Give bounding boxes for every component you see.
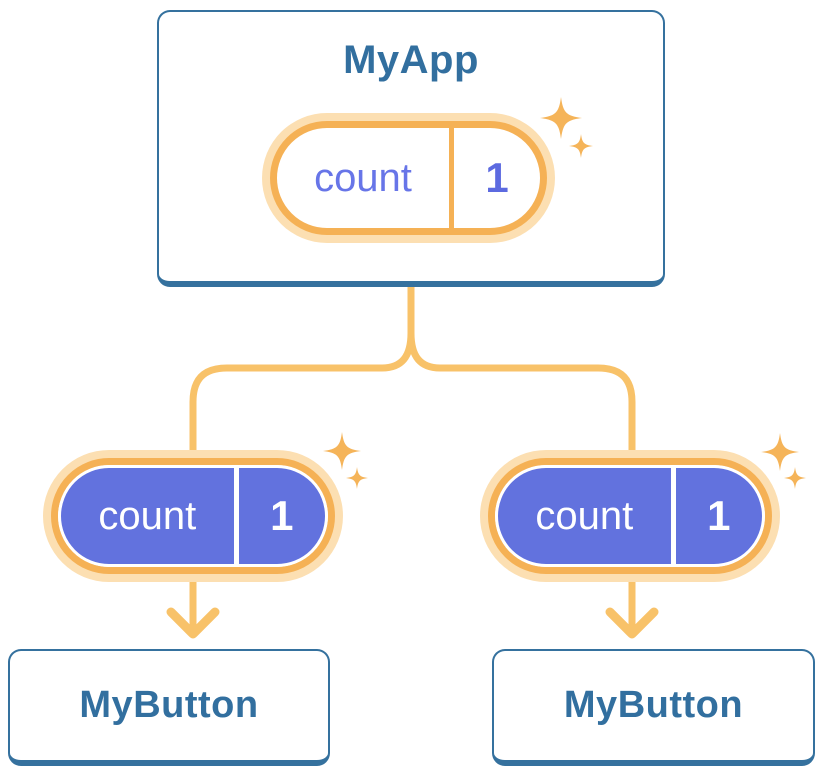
- state-name-label: count: [314, 155, 412, 200]
- pill-fill: count 1: [58, 465, 328, 567]
- component-title: MyButton: [563, 684, 744, 726]
- prop-name-label: count: [98, 493, 197, 538]
- branch-line-left: [189, 280, 415, 462]
- pill-divider: [449, 128, 454, 228]
- pill-glow: count 1: [262, 113, 555, 243]
- component-title: MyButton: [79, 684, 259, 726]
- pill-fill: count 1: [495, 465, 765, 567]
- prop-value-label: 1: [270, 492, 294, 539]
- pill-divider: [233, 468, 239, 564]
- arrow-down-icon: [166, 607, 220, 639]
- state-value-label: 1: [485, 154, 509, 201]
- component-card-mybutton-left: MyButton: [8, 649, 330, 766]
- arrow-down-icon: [605, 607, 659, 639]
- pill-divider: [670, 468, 676, 564]
- component-title: MyApp: [343, 38, 479, 82]
- pill-glow: count 1: [480, 450, 780, 582]
- prop-pill-count-right: count 1: [480, 450, 780, 582]
- component-card-mybutton-right: MyButton: [492, 649, 815, 766]
- pill-ring: count 1: [488, 458, 772, 574]
- prop-name-label: count: [535, 493, 634, 538]
- pill-ring: count 1: [270, 121, 547, 235]
- prop-pill-count-left: count 1: [43, 450, 343, 582]
- branch-line-right: [407, 280, 636, 462]
- state-pill-count: count 1: [262, 113, 555, 243]
- prop-value-label: 1: [707, 492, 731, 539]
- pill-ring: count 1: [51, 458, 335, 574]
- pill-glow: count 1: [43, 450, 343, 582]
